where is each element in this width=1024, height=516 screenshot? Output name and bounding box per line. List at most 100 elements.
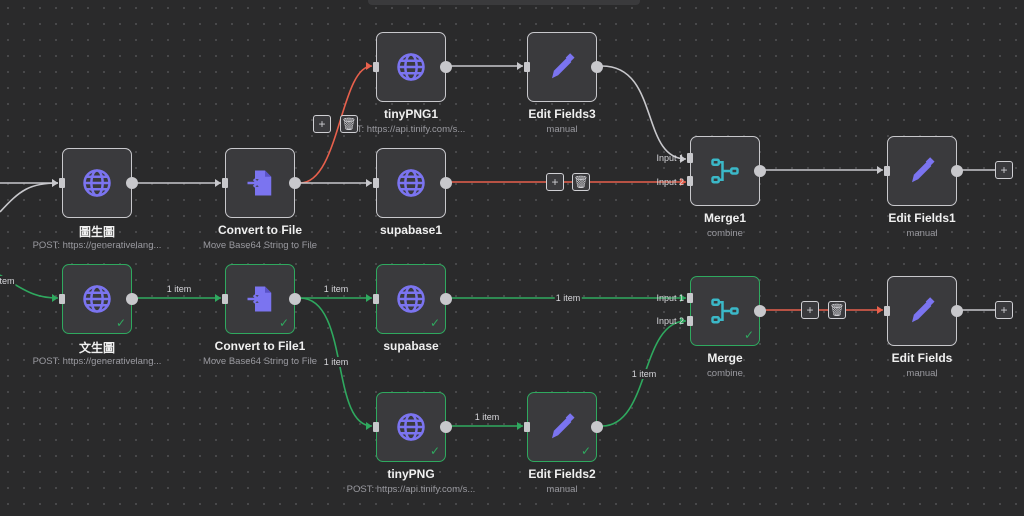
file-import-icon (245, 284, 275, 314)
add-node-button[interactable]: + (313, 115, 331, 133)
node-tinypng[interactable]: ✓ (376, 392, 446, 462)
input-port[interactable] (222, 178, 228, 188)
node-subtitle: combine (707, 228, 743, 239)
arrowhead (366, 294, 372, 302)
output-port[interactable] (440, 177, 452, 189)
input-port[interactable] (687, 153, 693, 163)
node-subtitle: T: https://api.tinify.com/s... (356, 124, 466, 135)
arrowhead (215, 294, 221, 302)
input-port[interactable] (373, 422, 379, 432)
node-subtitle: POST: https://generativelang... (32, 240, 162, 251)
output-port[interactable] (440, 421, 452, 433)
arrowhead (215, 179, 221, 187)
node-name: 文生圖 (78, 341, 115, 355)
input-port[interactable] (373, 62, 379, 72)
node-img2img[interactable] (62, 148, 132, 218)
node-name: Merge (707, 351, 743, 365)
merge1-input1-label: Input 1 (656, 153, 684, 163)
connection[interactable] (299, 65, 373, 184)
globe-icon (396, 52, 426, 82)
output-port[interactable] (289, 293, 301, 305)
canvas-toolbar (368, 0, 640, 5)
input-port[interactable] (222, 294, 228, 304)
output-port[interactable] (289, 177, 301, 189)
output-port[interactable] (440, 293, 452, 305)
node-merge1[interactable] (690, 136, 760, 206)
globe-icon (82, 284, 112, 314)
success-check-icon: ✓ (115, 316, 126, 330)
edge-label: 1 item (554, 293, 582, 303)
add-next-node-button[interactable]: + (995, 161, 1013, 179)
globe-icon (396, 412, 426, 442)
edge-label: 1 item (473, 412, 501, 422)
globe-icon (396, 284, 426, 314)
arrowhead (52, 294, 58, 302)
input-port[interactable] (687, 293, 693, 303)
output-port[interactable] (951, 305, 963, 317)
node-subtitle: manual (906, 368, 938, 379)
add-node-button[interactable]: + (546, 173, 564, 191)
arrowhead (680, 317, 686, 325)
node-merge[interactable]: ✓ (690, 276, 760, 346)
node-convert[interactable] (225, 148, 295, 218)
pencil-icon (907, 156, 937, 186)
pencil-icon (547, 52, 577, 82)
node-supabase[interactable]: ✓ (376, 264, 446, 334)
node-name: Edit Fields1 (888, 211, 956, 225)
output-port[interactable] (754, 305, 766, 317)
connection[interactable] (601, 65, 687, 160)
delete-connection-button[interactable]: 🗑 (572, 173, 590, 191)
output-port[interactable] (126, 293, 138, 305)
arrowhead (366, 422, 372, 430)
node-txt2img[interactable]: ✓ (62, 264, 132, 334)
arrowhead (366, 62, 372, 70)
merge-icon (710, 156, 740, 186)
node-name: Convert to File (217, 223, 302, 237)
node-subtitle: Move Base64 String to File (202, 240, 318, 251)
node-subtitle: manual (906, 228, 938, 239)
add-next-node-button[interactable]: + (995, 301, 1013, 319)
globe-icon (396, 168, 426, 198)
success-check-icon: ✓ (429, 444, 440, 458)
node-subtitle: manual (546, 484, 578, 495)
output-port[interactable] (591, 421, 603, 433)
node-name: Merge1 (703, 211, 747, 225)
output-port[interactable] (440, 61, 452, 73)
connection[interactable] (0, 182, 59, 213)
node-convert1[interactable]: ✓ (225, 264, 295, 334)
input-port[interactable] (373, 294, 379, 304)
input-port[interactable] (524, 422, 530, 432)
merge-icon (710, 296, 740, 326)
pencil-icon (547, 412, 577, 442)
node-name: tinyPNG1 (383, 107, 438, 121)
edge-label: 1 item (630, 369, 658, 379)
input-port[interactable] (59, 178, 65, 188)
output-port[interactable] (591, 61, 603, 73)
delete-connection-button[interactable]: 🗑 (340, 115, 358, 133)
node-editfields2[interactable]: ✓ (527, 392, 597, 462)
input-port[interactable] (687, 316, 693, 326)
node-name: tinyPNG (387, 467, 435, 481)
output-port[interactable] (126, 177, 138, 189)
node-editfields[interactable] (887, 276, 957, 346)
node-subtitle: manual (546, 124, 578, 135)
arrowhead (680, 155, 686, 163)
input-port[interactable] (884, 306, 890, 316)
input-port[interactable] (524, 62, 530, 72)
input-port[interactable] (59, 294, 65, 304)
node-supabase1[interactable] (376, 148, 446, 218)
edge-label: 1 item (322, 357, 350, 367)
node-editfields1[interactable] (887, 136, 957, 206)
merge-input2-label: Input 2 (656, 316, 684, 326)
output-port[interactable] (754, 165, 766, 177)
input-port[interactable] (884, 166, 890, 176)
input-port[interactable] (373, 178, 379, 188)
node-tinypng1[interactable] (376, 32, 446, 102)
node-editfields3[interactable] (527, 32, 597, 102)
output-port[interactable] (951, 165, 963, 177)
delete-connection-button[interactable]: 🗑 (828, 301, 846, 319)
add-node-button[interactable]: + (801, 301, 819, 319)
input-port[interactable] (687, 176, 693, 186)
globe-icon (82, 168, 112, 198)
